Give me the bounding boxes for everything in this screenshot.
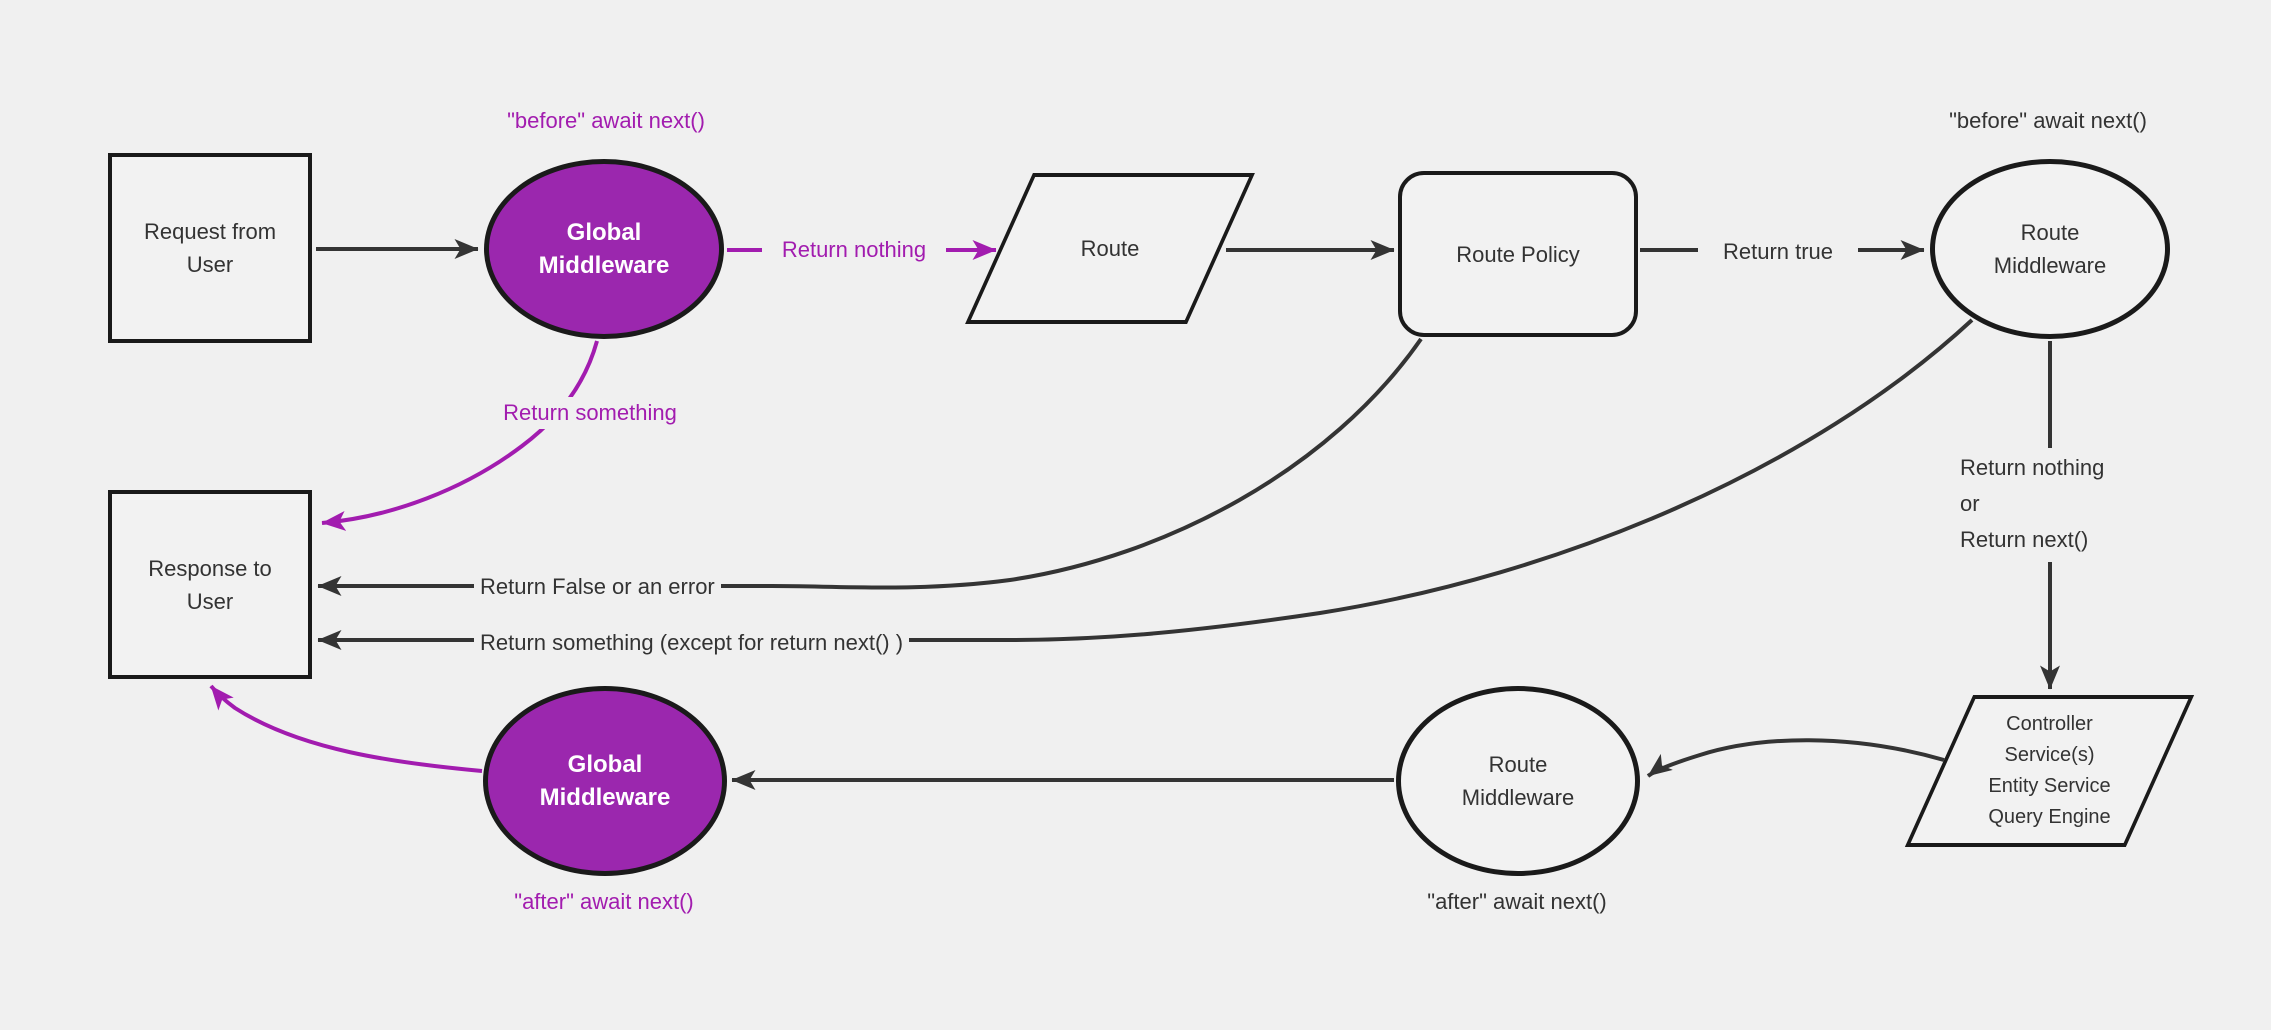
edge-return-something-except-to-response <box>317 318 1974 650</box>
node-route-middleware-top: Route Middleware <box>1930 159 2170 339</box>
label-return-something-except: Return something (except for return next… <box>474 627 910 659</box>
node-response-to-user: Response to User <box>108 490 312 679</box>
label-return-nothing: Return nothing <box>781 237 927 262</box>
node-global-middleware-bottom: Global Middleware <box>483 686 727 876</box>
label-return-true: Return true <box>1698 236 1858 268</box>
label-before-await-next-left: "before" await next() <box>507 108 705 133</box>
node-controller-services: Controller Service(s) Entity Service Que… <box>1904 695 2195 847</box>
label-after-await-next-right: "after" await next() <box>1427 889 1607 914</box>
node-controller-services-label: Controller Service(s) Entity Service Que… <box>1988 713 2111 828</box>
edge-global-middleware-bottom-to-response <box>209 684 483 773</box>
edge-controller-to-route-middleware-bottom <box>1646 738 1945 778</box>
edge-return-false-to-response <box>317 337 1423 596</box>
node-global-middleware-top: Global Middleware <box>484 159 724 339</box>
node-route-middleware-bottom: Route Middleware <box>1396 686 1640 876</box>
label-return-nothing-or-next: Return nothing or Return next() <box>1954 448 2178 562</box>
edge-return-something-to-response <box>321 340 599 531</box>
label-return-something: Return something <box>481 397 699 429</box>
node-request-from-user: Request from User <box>108 153 312 343</box>
label-before-await-next-right: "before" await next() <box>1949 108 2147 133</box>
label-after-await-next-left: "after" await next() <box>514 889 694 914</box>
node-route-policy: Route Policy <box>1398 171 1638 337</box>
label-return-false-or-error: Return False or an error <box>474 571 721 603</box>
node-route-label: Route <box>1080 236 1140 261</box>
